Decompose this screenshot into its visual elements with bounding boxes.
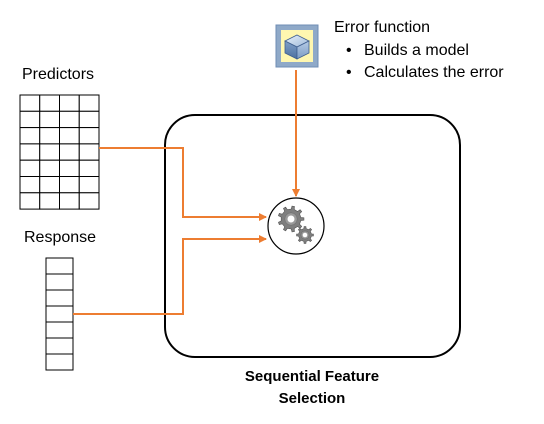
error-function-title: Error function bbox=[334, 19, 431, 36]
caption-line-1: Sequential Feature bbox=[244, 368, 380, 385]
table-cell bbox=[39, 159, 60, 177]
table-cell bbox=[39, 176, 60, 194]
table-cell bbox=[59, 176, 80, 194]
response-arrow bbox=[73, 235, 267, 315]
table-cell bbox=[39, 192, 60, 210]
table-cell bbox=[59, 143, 80, 161]
table-cell bbox=[39, 127, 60, 145]
table-cell bbox=[19, 159, 41, 177]
predictors-table bbox=[19, 94, 100, 210]
table-cell bbox=[78, 143, 100, 161]
table-cell bbox=[45, 353, 74, 371]
table-cell bbox=[45, 289, 74, 307]
table-cell bbox=[78, 110, 100, 129]
response-table bbox=[45, 257, 74, 371]
table-cell bbox=[59, 127, 80, 145]
table-cell bbox=[45, 273, 74, 291]
bullet-dot: • bbox=[346, 42, 352, 59]
bullet-item: • Calculates the error bbox=[338, 62, 504, 84]
table-cell bbox=[59, 159, 80, 177]
table-cell bbox=[59, 110, 80, 129]
error-function-bullets: • Builds a model • Calculates the error bbox=[338, 40, 504, 84]
bullet-text: Calculates the error bbox=[364, 64, 504, 81]
table-cell bbox=[19, 143, 41, 161]
table-cell bbox=[78, 159, 100, 177]
table-cell bbox=[78, 192, 100, 210]
cube-icon bbox=[275, 24, 319, 68]
diagram-caption: Sequential Feature Selection bbox=[212, 366, 412, 410]
table-cell bbox=[19, 176, 41, 194]
bullet-dot: • bbox=[346, 64, 352, 81]
gears-icon bbox=[267, 197, 325, 255]
table-cell bbox=[78, 176, 100, 194]
table-cell bbox=[59, 192, 80, 210]
table-cell bbox=[78, 127, 100, 145]
predictors-label: Predictors bbox=[22, 66, 95, 83]
table-cell bbox=[45, 257, 74, 275]
bullet-item: • Builds a model bbox=[338, 40, 504, 62]
predictors-arrow bbox=[99, 147, 267, 221]
table-cell bbox=[45, 337, 74, 355]
table-cell bbox=[78, 94, 100, 112]
table-cell bbox=[19, 94, 41, 112]
table-cell bbox=[39, 110, 60, 129]
table-cell bbox=[19, 110, 41, 129]
table-cell bbox=[19, 127, 41, 145]
table-cell bbox=[19, 192, 41, 210]
table-cell bbox=[45, 321, 74, 339]
table-cell bbox=[39, 143, 60, 161]
table-cell bbox=[59, 94, 80, 112]
caption-line-2: Selection bbox=[278, 390, 346, 407]
table-cell bbox=[45, 305, 74, 323]
table-cell bbox=[39, 94, 60, 112]
response-label: Response bbox=[24, 229, 97, 246]
bullet-text: Builds a model bbox=[364, 42, 469, 59]
